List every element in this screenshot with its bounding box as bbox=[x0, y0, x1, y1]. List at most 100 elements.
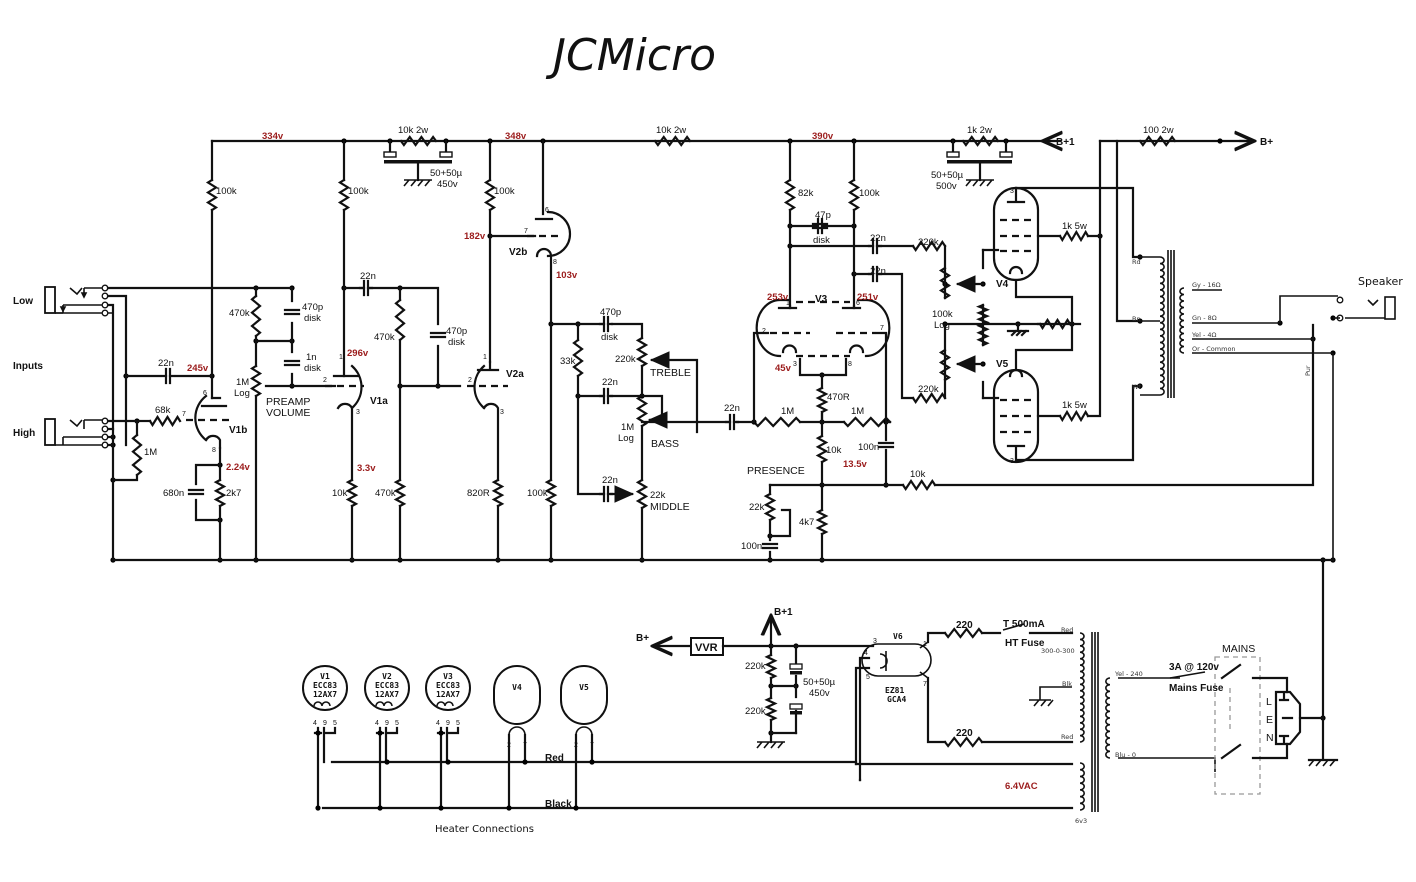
label-470p-tone-type: disk bbox=[601, 332, 618, 343]
junction-dot bbox=[438, 805, 444, 811]
inputs-label: Inputs bbox=[13, 361, 43, 372]
capacitor bbox=[283, 359, 301, 367]
iec-e-label: E bbox=[1266, 714, 1273, 726]
capacitor bbox=[728, 413, 736, 431]
voltage-103v: 103v bbox=[556, 270, 578, 281]
svg-text:1: 1 bbox=[339, 354, 343, 361]
capacitor bbox=[602, 315, 610, 333]
label-pot-volume-taper: Log bbox=[234, 388, 250, 399]
label-47p: 47p bbox=[815, 210, 831, 221]
heater-tube-label: ECC83 bbox=[313, 681, 337, 690]
heater-pin: 9 bbox=[446, 720, 450, 727]
label-220k-b: 220k bbox=[918, 384, 939, 395]
label-pot-mid: 22k bbox=[650, 490, 666, 501]
label-470k-b: 470k bbox=[375, 488, 396, 499]
potentiometer bbox=[249, 364, 263, 398]
label-10k-2w-a: 10k 2w bbox=[398, 125, 428, 136]
resistor bbox=[1058, 229, 1090, 243]
power-supply bbox=[655, 618, 1074, 782]
heater-filament bbox=[375, 701, 393, 707]
resistor bbox=[764, 653, 778, 680]
label-22n-pi: 22n bbox=[724, 403, 740, 414]
resistor bbox=[901, 479, 937, 491]
label-100n-pres: 100n bbox=[741, 541, 762, 552]
ot-gy-label: Gy - 16Ω bbox=[1192, 281, 1221, 289]
ps-b-plus-label: B+ bbox=[636, 633, 649, 644]
pt-yel-240: Yel - 240 bbox=[1114, 670, 1143, 678]
output-transformer bbox=[1140, 250, 1340, 560]
resistor bbox=[911, 392, 947, 404]
svg-text:6: 6 bbox=[203, 390, 207, 397]
heater-pin: 5 bbox=[395, 720, 399, 727]
label-470p-b-type: disk bbox=[448, 337, 465, 348]
label-100n-pi: 100n bbox=[858, 442, 879, 453]
mains-fuse-label: Mains Fuse bbox=[1169, 683, 1224, 694]
b-plus-label: B+ bbox=[1260, 137, 1273, 148]
voltage-390v: 390v bbox=[812, 131, 834, 142]
label-22n-pi-out2: 22n bbox=[870, 266, 886, 277]
label-33k: 33k bbox=[560, 356, 576, 367]
heater-filament bbox=[508, 726, 526, 736]
heater-tube-label: 12AX7 bbox=[313, 690, 337, 699]
svg-text:3: 3 bbox=[1010, 188, 1014, 195]
svg-text:7: 7 bbox=[923, 681, 927, 688]
winding bbox=[1105, 677, 1111, 759]
svg-text:8: 8 bbox=[553, 259, 557, 266]
voltage-253v: 253v bbox=[767, 292, 789, 303]
heater-tube-label: ECC83 bbox=[436, 681, 460, 690]
label-2k7: 2k7 bbox=[226, 488, 241, 499]
capacitor bbox=[283, 308, 301, 316]
label-22n-mid: 22n bbox=[602, 475, 618, 486]
resistor bbox=[483, 178, 497, 212]
voltage-245v: 245v bbox=[187, 363, 209, 374]
capacitor bbox=[877, 441, 895, 449]
voltage-296v: 296v bbox=[347, 348, 369, 359]
heater-tube-label: 12AX7 bbox=[436, 690, 460, 699]
resistor bbox=[943, 627, 984, 639]
heater-pin: 4 bbox=[436, 720, 440, 727]
svg-text:7: 7 bbox=[182, 411, 186, 418]
label-100k-v1a: 100k bbox=[348, 186, 369, 197]
ot-wt-label: Wt bbox=[1132, 383, 1141, 391]
heater-wiring bbox=[313, 726, 337, 810]
tone-stack bbox=[549, 322, 699, 562]
pt-red-1: Red bbox=[1061, 626, 1073, 634]
resistor bbox=[815, 434, 829, 464]
tube-v1a-label: V1a bbox=[370, 396, 388, 407]
svg-text:3: 3 bbox=[1010, 458, 1014, 465]
ht-fuse-label: HT Fuse bbox=[1005, 638, 1045, 649]
junction-dot bbox=[506, 805, 512, 811]
resistor bbox=[1138, 135, 1177, 147]
label-filter-cap-1-v: 450v bbox=[437, 179, 458, 190]
resistor bbox=[911, 240, 947, 252]
ot-bn-label: Bn bbox=[1132, 315, 1141, 323]
label-68k: 68k bbox=[155, 405, 171, 416]
resistor bbox=[148, 414, 182, 428]
resistor bbox=[399, 135, 438, 147]
label-10k-nfb: 10k bbox=[910, 469, 926, 480]
capacitor bbox=[362, 279, 370, 297]
power-section bbox=[943, 139, 1142, 464]
tube-v6-label: V6 bbox=[893, 632, 903, 641]
svg-text:3: 3 bbox=[873, 638, 877, 645]
winding bbox=[1079, 762, 1085, 811]
label-pot-bass: 1M bbox=[621, 422, 634, 433]
jack-terminal bbox=[101, 309, 109, 317]
label-pot-bias-taper: Log bbox=[934, 320, 950, 331]
resistor bbox=[842, 416, 892, 428]
svg-text:2: 2 bbox=[468, 377, 472, 384]
resistor bbox=[815, 386, 829, 414]
resistor bbox=[653, 135, 692, 147]
voltage-348v: 348v bbox=[505, 131, 527, 142]
svg-text:6: 6 bbox=[856, 300, 860, 307]
resistor bbox=[752, 416, 802, 428]
resistor bbox=[394, 298, 406, 342]
heater-pin: 9 bbox=[385, 720, 389, 727]
heater-tube-label: V3 bbox=[443, 672, 453, 681]
label-100k-v2b: 100k bbox=[494, 186, 515, 197]
label-1m-input: 1M bbox=[144, 447, 157, 458]
input-high-label: High bbox=[13, 428, 35, 439]
voltage-2-24v: 2.24v bbox=[226, 462, 250, 473]
pt-blu-0: Blu - 0 bbox=[1115, 751, 1136, 759]
svg-text:1: 1 bbox=[483, 354, 487, 361]
